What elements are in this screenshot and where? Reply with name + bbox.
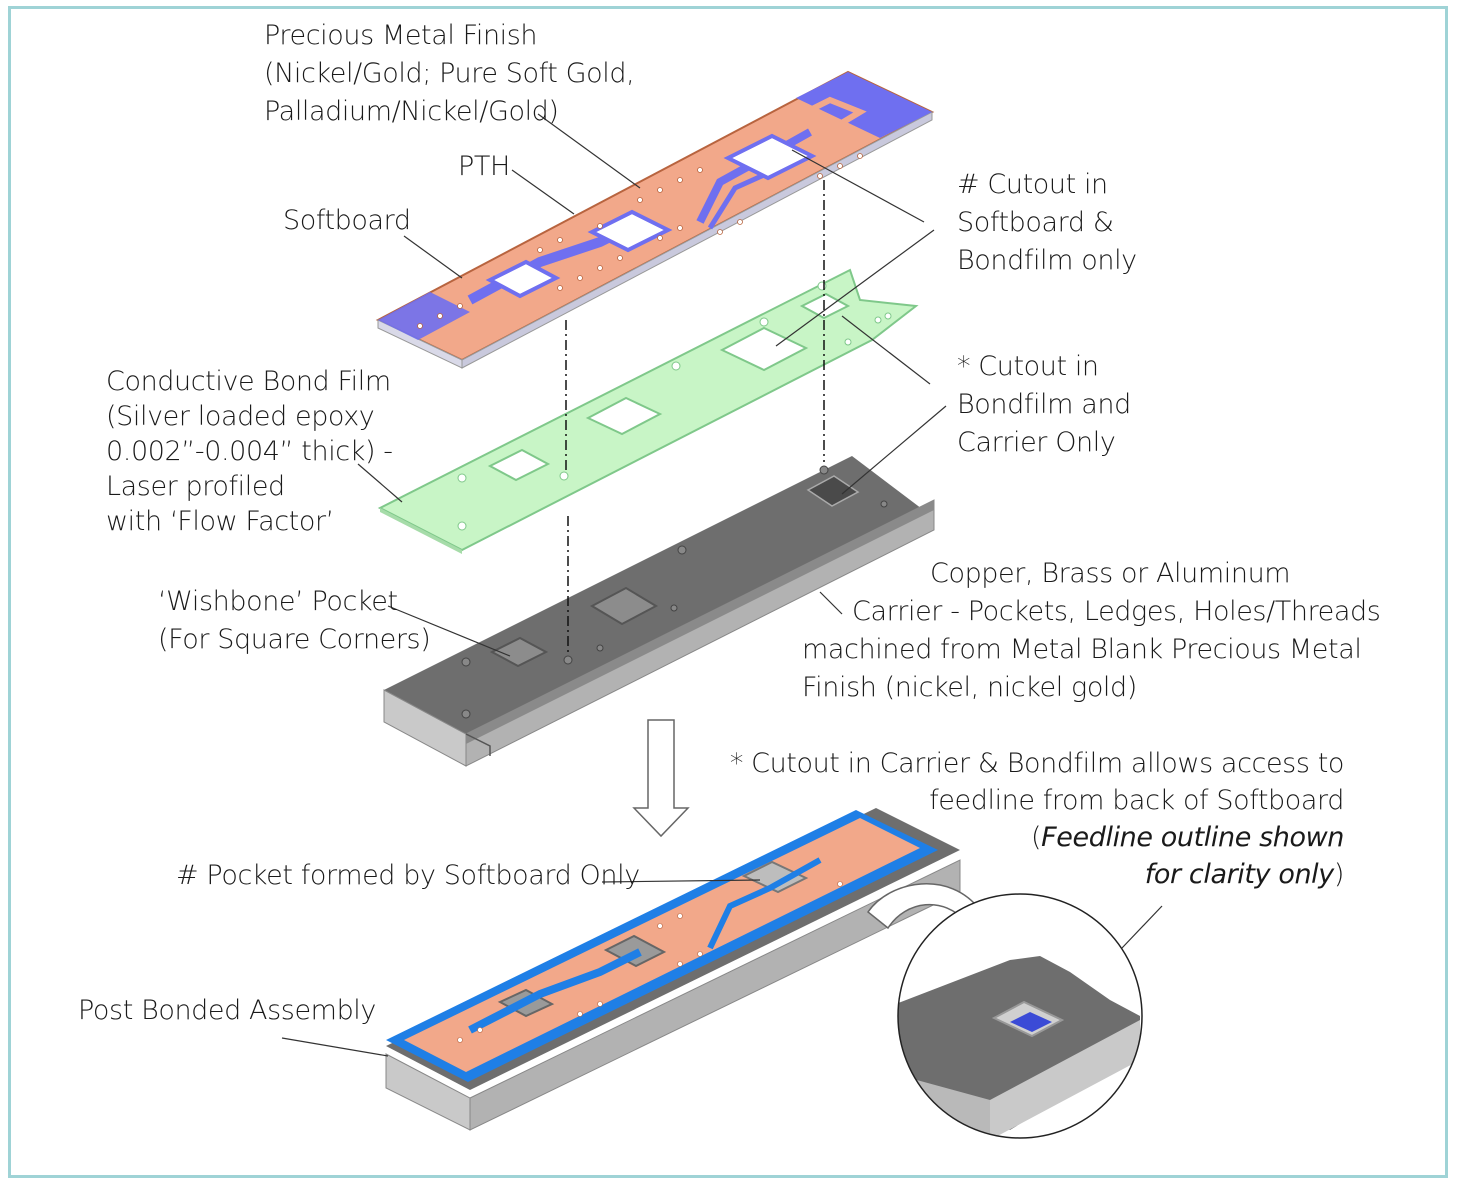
wishbone-pocket-label: ‘Wishbone’ Pocket (For Square Corners)	[158, 586, 431, 655]
alignment-lines	[565, 180, 825, 656]
cutout-carrier-label: * Cutout in Bondfilm and Carrier Only	[957, 351, 1131, 458]
carrier-label: Copper, Brass or Aluminum Carrier - Pock…	[802, 558, 1381, 703]
zoom-detail	[897, 893, 1143, 1139]
pocket-softboard-label: # Pocket formed by Softboard Only	[176, 860, 640, 891]
softboard-layer	[375, 70, 935, 369]
access-note-label: * Cutout in Carrier & Bondfilm allows ac…	[729, 748, 1345, 890]
precious-metal-label: Precious Metal Finish (Nickel/Gold; Pure…	[264, 20, 635, 127]
post-bonded-assembly	[385, 808, 961, 1131]
cutout-softboard-label: # Cutout in Softboard & Bondfilm only	[957, 169, 1137, 276]
leader-lines	[281, 113, 1163, 1057]
down-arrow-icon	[632, 719, 690, 838]
post-bonded-label: Post Bonded Assembly	[78, 995, 376, 1026]
pth-label: PTH	[458, 151, 510, 182]
bondfilm-layer	[377, 268, 919, 554]
diagram-frame	[8, 6, 1448, 1178]
bond-film-label: Conductive Bond Film (Silver loaded epox…	[106, 366, 393, 537]
softboard-label: Softboard	[283, 205, 411, 236]
carrier-layer	[383, 456, 935, 767]
